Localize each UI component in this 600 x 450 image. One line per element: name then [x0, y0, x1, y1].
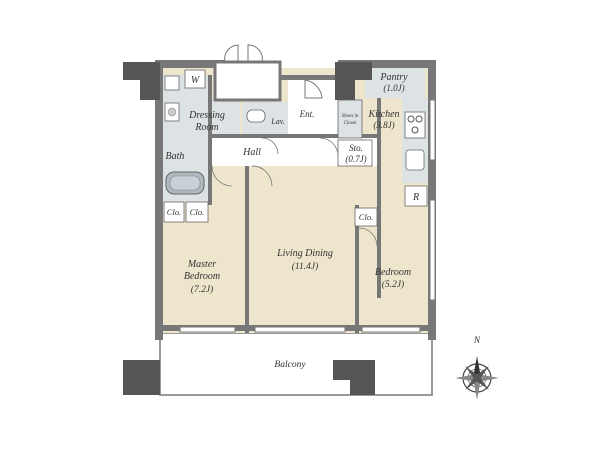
pantry-size: (1.0J) — [383, 83, 404, 93]
dressing-name: Dressing — [188, 110, 225, 121]
utility-box — [164, 75, 180, 91]
washer-label: W — [191, 75, 201, 86]
master-name2: Bedroom — [184, 271, 220, 282]
balcony-area — [159, 332, 433, 396]
master-size: (7.2J) — [191, 284, 213, 295]
compass-north: N — [473, 335, 481, 345]
kitchen-sink-icon — [405, 149, 425, 171]
storage-box — [337, 139, 373, 167]
clo2-name: Clo. — [190, 207, 204, 217]
ent-name: Ent. — [299, 109, 315, 119]
entrance-door — [304, 79, 323, 99]
dressing-name2: Room — [194, 122, 218, 133]
kitchen-name: Kitchen — [367, 109, 399, 120]
shoes-name2: Closet — [344, 121, 357, 126]
columns — [123, 62, 375, 395]
pantry-area — [365, 68, 425, 98]
entrance-area — [288, 75, 338, 138]
closet-box-2 — [185, 201, 209, 223]
closet-box-3 — [354, 207, 378, 227]
pantry-name: Pantry — [379, 72, 408, 83]
bedroom-size: (5.2J) — [382, 279, 404, 290]
hall-name: Hall — [242, 147, 261, 158]
windows — [179, 99, 436, 333]
closet-box-1 — [163, 201, 185, 223]
living-size: (11.4J) — [292, 261, 318, 272]
sto-name: Sto. — [349, 143, 363, 153]
master-name: Master — [187, 259, 216, 270]
porch-door-left — [224, 44, 239, 63]
sto-size: (0.7J) — [345, 154, 366, 164]
porch-box — [213, 60, 282, 102]
shoes-closet-box — [337, 99, 363, 139]
porch-door-right — [247, 44, 263, 63]
clo1-name: Clo. — [167, 207, 181, 217]
dressing-area — [185, 98, 240, 134]
clo3-name: Clo. — [359, 212, 373, 222]
balcony-name: Balcony — [274, 360, 306, 370]
kitchen-size: (3.8J) — [373, 120, 394, 130]
washer-box — [184, 69, 206, 89]
toilet-icon — [246, 109, 266, 123]
bedroom-name: Bedroom — [375, 267, 411, 278]
compass-icon — [455, 356, 499, 400]
interior-doors — [211, 137, 378, 247]
fridge-label: R — [412, 192, 419, 203]
bath-name: Bath — [166, 151, 185, 162]
stove-icon — [404, 111, 426, 139]
shoes-name: Shoes in — [342, 114, 359, 119]
living-name: Living Dining — [276, 248, 333, 259]
fridge-box — [404, 185, 428, 207]
lav-name: Lav. — [270, 117, 284, 126]
